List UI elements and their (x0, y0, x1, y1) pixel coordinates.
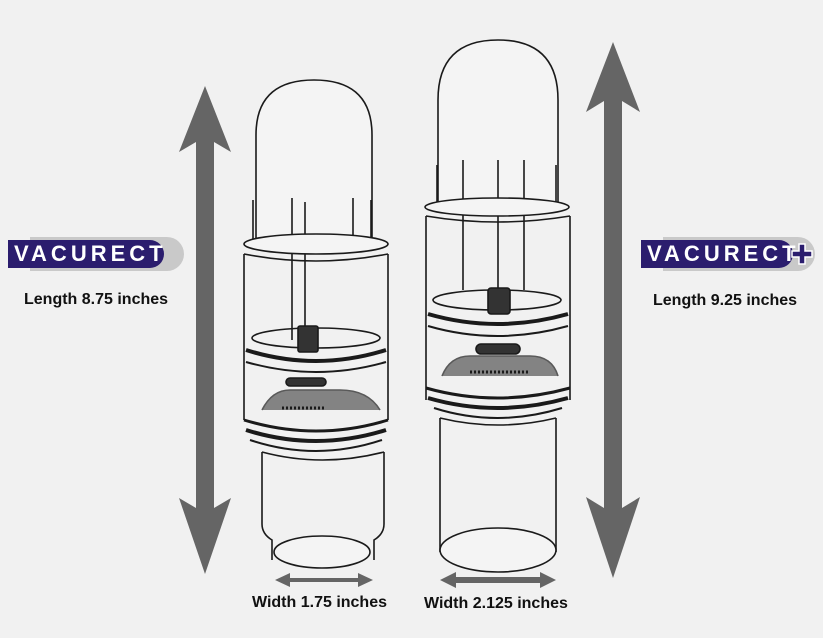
length-label-left: Length 8.75 inches (24, 291, 169, 308)
device-left (243, 79, 389, 569)
length-label-right: Length 9.25 inches (653, 292, 798, 309)
brand-name: VACURECT (641, 240, 796, 268)
length-arrow-right-icon (586, 42, 640, 578)
width-label-left: Width 1.75 inches (252, 594, 387, 611)
device-right (424, 39, 571, 573)
plus-icon (791, 243, 813, 265)
brand-logo-left: VACURECT (8, 237, 184, 271)
length-arrow-left-icon (179, 86, 231, 574)
width-arrow-right-icon (440, 572, 556, 588)
width-label-right: Width 2.125 inches (424, 595, 568, 612)
brand-name: VACURECT (8, 240, 164, 268)
width-arrow-left-icon (275, 573, 373, 587)
brand-logo-right: VACURECT (641, 237, 815, 271)
